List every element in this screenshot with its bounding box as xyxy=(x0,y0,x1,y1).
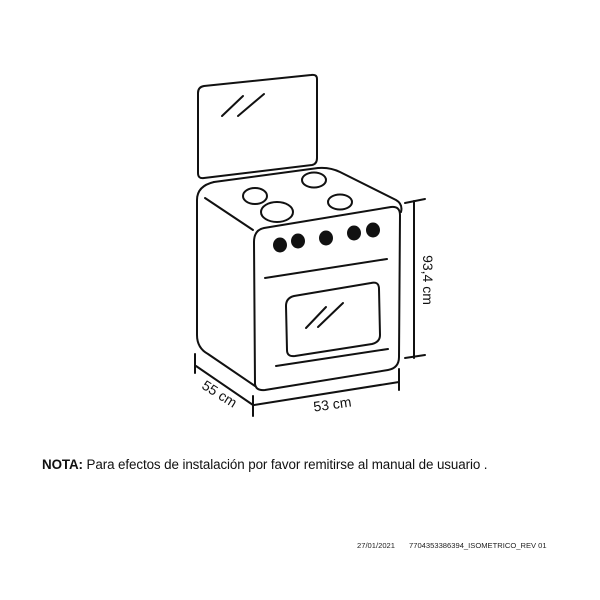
burner-front-left xyxy=(260,201,294,223)
burner-back-right xyxy=(301,171,327,189)
stove-body xyxy=(196,166,403,392)
document-footer: 27/01/2021 7704353386394_ISOMETRICO_REV 0… xyxy=(357,541,547,550)
height-dimension xyxy=(404,198,426,359)
knob-4 xyxy=(347,225,361,241)
width-dimension xyxy=(253,368,400,406)
width-label: 53 cm xyxy=(312,393,352,414)
bottom-rail xyxy=(275,348,389,367)
oven-window xyxy=(285,281,381,358)
knob-3 xyxy=(319,230,333,246)
knob-1 xyxy=(273,237,287,253)
burner-back-left xyxy=(242,187,268,205)
control-knobs xyxy=(273,222,380,253)
footer-reference: 7704353386394_ISOMETRICO_REV 01 xyxy=(409,541,547,550)
note-text: Para efectos de instalación por favor re… xyxy=(82,457,488,472)
panel-divider xyxy=(264,258,388,279)
cooktop-burners xyxy=(242,171,353,223)
footer-date: 27/01/2021 xyxy=(357,541,396,550)
note-label: NOTA: xyxy=(42,457,83,472)
glass-lid xyxy=(197,73,318,180)
installation-note: NOTA: Para efectos de instalación por fa… xyxy=(42,457,488,472)
burner-front-right xyxy=(327,193,353,211)
depth-dimension xyxy=(194,353,254,417)
knob-2 xyxy=(291,233,305,249)
height-label: 93,4 cm xyxy=(420,255,436,305)
glass-reflection-icon xyxy=(221,95,244,117)
knob-5 xyxy=(366,222,380,238)
